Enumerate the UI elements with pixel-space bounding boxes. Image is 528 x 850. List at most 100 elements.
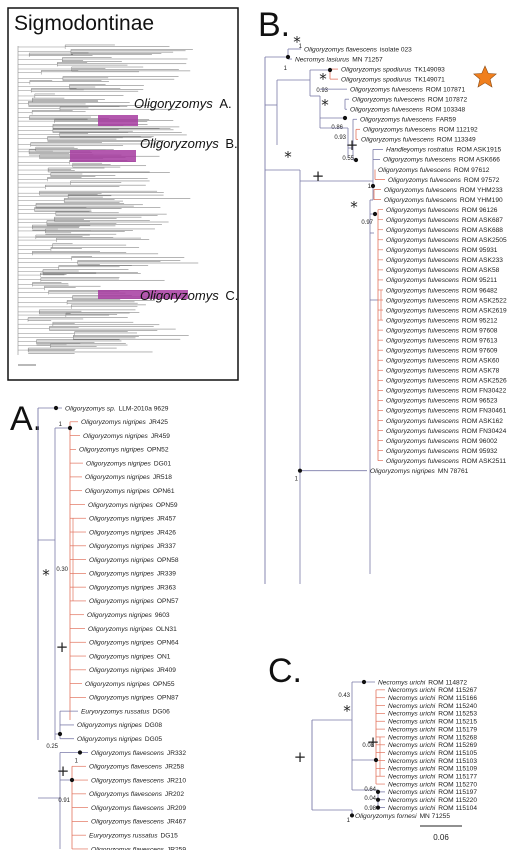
node-dot <box>353 157 359 163</box>
tip-taxon: Oligoryzomys nigripes <box>77 722 143 729</box>
tip-taxon: Oligoryzomys nigripes <box>87 612 153 619</box>
tip-taxon: Oligoryzomys flavescens <box>304 46 378 53</box>
tip-specimen: DG05 <box>145 736 163 743</box>
support-value: 0.64 <box>364 787 376 793</box>
tip-taxon: Oligoryzomys fulvescens <box>386 257 460 264</box>
highlight-clade-a <box>98 115 138 126</box>
panel-label-b: B. <box>258 6 290 44</box>
tip-taxon: Necromys urichi <box>388 711 436 718</box>
tip-taxon: Oligoryzomys fulvescens <box>386 297 460 304</box>
tip-specimen: ROM 115267 <box>438 687 477 694</box>
node-dot <box>327 67 333 73</box>
tip-specimen: ROM 115270 <box>438 781 477 788</box>
tip-specimen: JR409 <box>157 667 176 674</box>
support-value: 1 <box>295 477 299 483</box>
clade-marker: + <box>57 762 70 780</box>
tip-taxon: Oligoryzomys fulvescens <box>386 207 460 214</box>
tip-specimen: OLN31 <box>156 626 177 633</box>
tip-taxon: Oligoryzomys fulvescens <box>386 368 460 375</box>
tip-specimen: ROM 115103 <box>438 758 477 765</box>
clade-marker: * <box>350 198 358 216</box>
overview-label-b-genus: Oligoryzomys <box>140 136 219 151</box>
tip-specimen: ROM 112192 <box>439 127 478 134</box>
tip-specimen: ROM 97608 <box>462 327 498 334</box>
tip-specimen: OPN55 <box>153 681 175 688</box>
tip-taxon: Oligoryzomys fulvescens <box>361 137 435 144</box>
tip-taxon: Oligoryzomys nigripes <box>89 571 155 578</box>
node-dot <box>69 777 75 783</box>
tip-taxon: Oligoryzomys fulvescens <box>386 438 460 445</box>
tip-specimen: ROM YHM190 <box>460 197 503 204</box>
node-dot <box>373 757 379 763</box>
support-value: 0.08 <box>362 743 374 749</box>
tip-taxon: Handleyomys rostratus <box>386 147 454 154</box>
support-value: 0.97 <box>361 220 373 226</box>
overview-label-a: Oligoryzomys A. <box>134 96 232 111</box>
support-value: 0.25 <box>46 744 58 750</box>
tip-taxon: Necromys urichi <box>388 687 436 694</box>
tip-taxon: Oligoryzomys fulvescens <box>350 86 424 93</box>
tip-taxon: Oligoryzomys spodiurus <box>341 66 412 73</box>
tip-taxon: Oligoryzomys spodiurus <box>341 76 412 83</box>
tip-taxon: Oligoryzomys nigripes <box>370 468 436 475</box>
tip-taxon: Necromys urichi <box>388 703 436 710</box>
overview-label-b: Oligoryzomys B. <box>140 136 238 151</box>
tip-taxon: Necromys urichi <box>388 789 436 796</box>
tip-taxon: Oligoryzomys fulvescens <box>386 348 460 355</box>
tip-taxon: Oligoryzomys fulvescens <box>363 127 437 134</box>
tip-taxon: Necromys urichi <box>388 742 436 749</box>
tip-taxon: Oligoryzomys nigripes <box>86 460 152 467</box>
tip-specimen: ROM 96523 <box>462 398 498 405</box>
tip-taxon: Oligoryzomys nigripes <box>85 681 151 688</box>
clade-marker: + <box>367 733 380 751</box>
tip-taxon: Oligoryzomys fulvescens <box>386 448 460 455</box>
overview-tree <box>17 44 199 355</box>
support-value: 0.93 <box>334 135 346 141</box>
overview-title: Sigmodontinae <box>14 12 154 35</box>
tip-taxon: Oligoryzomys fulvescens <box>386 378 460 385</box>
tip-specimen: ROM 115253 <box>438 711 477 718</box>
tip-specimen: DG08 <box>145 722 163 729</box>
tip-taxon: Oligoryzomys fulvescens <box>386 337 460 344</box>
overview-label-c-genus: Oligoryzomys <box>140 288 219 303</box>
tip-specimen: ROM FN30422 <box>462 388 507 395</box>
clade-marker: * <box>343 702 351 720</box>
tip-taxon: Oligoryzomys fulvescens <box>386 388 460 395</box>
tip-taxon: Oligoryzomys flavescens <box>91 819 165 826</box>
support-value: 1 <box>299 44 303 50</box>
tip-specimen: JR210 <box>167 777 186 784</box>
tip-specimen: ROM ASK2505 <box>462 237 507 244</box>
support-value: 0.93 <box>316 88 328 94</box>
node-dot <box>57 731 63 737</box>
overview-label-a-letter: A. <box>219 96 231 111</box>
